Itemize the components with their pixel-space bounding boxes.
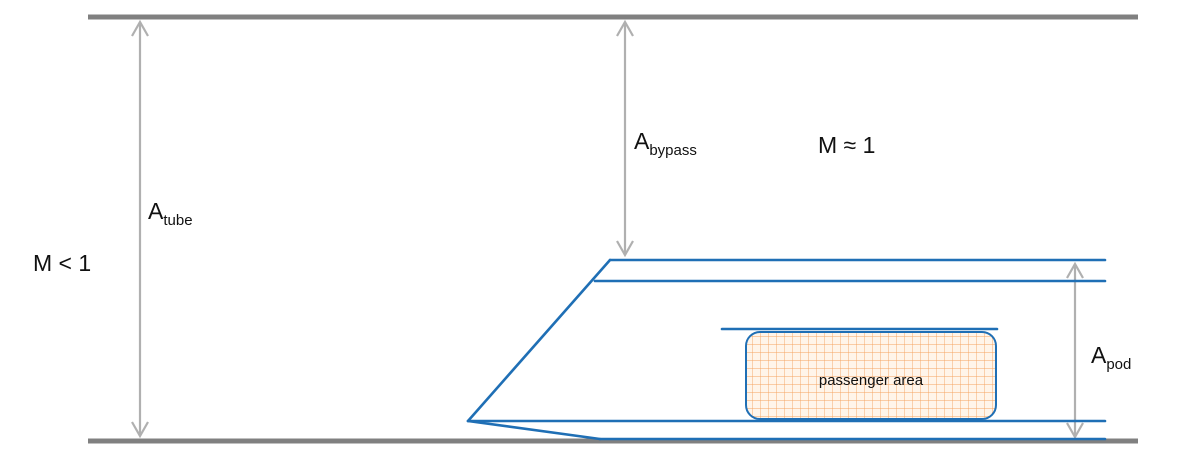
passenger-area-label: passenger area	[818, 372, 924, 389]
pod-area-label-base: A	[1091, 342, 1107, 368]
pod-area-arrow	[1066, 261, 1084, 440]
passenger-area-box	[745, 331, 997, 420]
tube-area-arrow	[131, 19, 149, 439]
tube-area-label: Atube	[148, 198, 193, 229]
pod-area-label: Apod	[1091, 342, 1132, 373]
tube-area-label-base: A	[148, 198, 164, 224]
mach-bypass-label: M ≈ 1	[818, 132, 876, 158]
bypass-area-arrow	[616, 19, 634, 258]
bypass-area-label: Abypass	[634, 128, 697, 159]
bypass-area-label-sub: bypass	[649, 142, 697, 159]
pod-body	[466, 258, 1107, 441]
bypass-area-label-base: A	[634, 128, 650, 154]
mach-outer-label: M < 1	[33, 250, 92, 276]
pod-area-label-sub: pod	[1106, 356, 1132, 373]
tube-area-label-sub: tube	[163, 212, 193, 229]
